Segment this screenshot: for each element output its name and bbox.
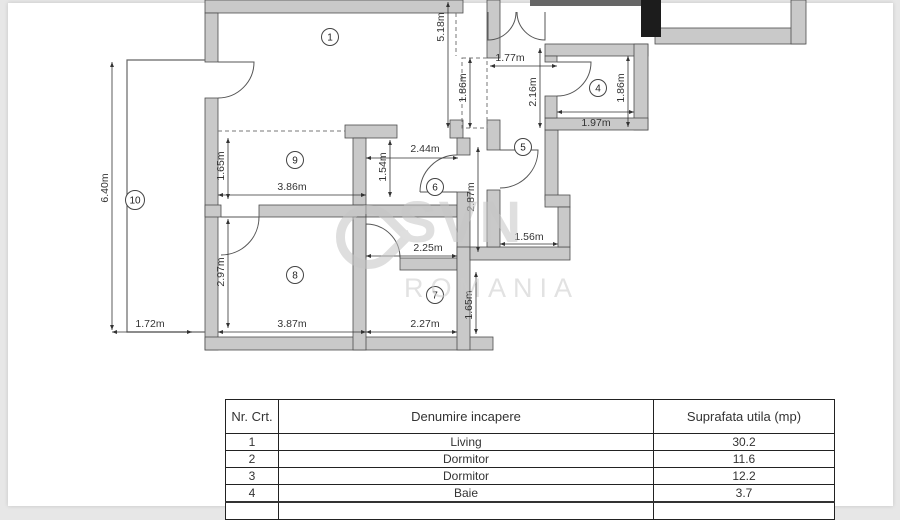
cell-area: 11.6: [653, 450, 835, 468]
svg-text:8: 8: [292, 271, 298, 282]
svg-text:7: 7: [432, 291, 438, 302]
room-number: 6: [426, 178, 444, 196]
dimension-label: 6.40m: [99, 173, 111, 202]
door-arc: [217, 61, 255, 99]
dimension-label: 2.44m: [410, 143, 439, 155]
header-nr-crt: Nr. Crt.: [225, 399, 279, 434]
dimension-label: 1.86m: [457, 73, 469, 102]
dimension: 3.86m: [218, 181, 366, 197]
dimension: 1.56m: [500, 231, 558, 246]
dimensions: 5.18m 1.77m 1.86m 2.16m 1.97m 1.86m 2.44…: [99, 2, 634, 334]
table-row-partial: [225, 501, 835, 520]
dashed-openings: [218, 13, 488, 132]
cell-area: 12.2: [653, 467, 835, 485]
floor-plan: 5.18m 1.77m 1.86m 2.16m 1.97m 1.86m 2.44…: [99, 0, 807, 351]
table-row: 1 Living 30.2: [225, 433, 835, 451]
door-arc: [365, 223, 401, 259]
room-number: 1: [321, 28, 339, 46]
dimension: 2.87m: [465, 147, 480, 252]
table-row: 2 Dormitor 11.6: [225, 450, 835, 468]
dimension: 1.54m: [377, 140, 392, 197]
dimension: 2.27m: [366, 318, 457, 334]
door-arcs: [217, 11, 592, 259]
door-arc: [499, 149, 539, 189]
cell-name: Dormitor: [278, 467, 654, 485]
cell-nr: 3: [225, 467, 279, 485]
dimension-label: 2.27m: [410, 318, 439, 330]
svg-text:9: 9: [292, 156, 298, 167]
dimension-label: 1.97m: [581, 117, 610, 129]
cell-name: Baie: [278, 484, 654, 503]
room-number: 7: [426, 286, 444, 304]
room-number: 5: [514, 138, 532, 156]
dimension: 1.86m: [457, 58, 472, 128]
svg-text:4: 4: [595, 84, 601, 95]
dimension: 1.65m: [215, 138, 230, 199]
room-number: 10: [125, 190, 145, 210]
dimension-label: 1.54m: [377, 152, 389, 181]
dimension: 1.77m: [490, 52, 557, 68]
dimension-label: 1.56m: [514, 231, 543, 243]
dimension-label: 3.86m: [277, 181, 306, 193]
room-area-table: Nr. Crt. Denumire incapere Suprafata uti…: [225, 399, 835, 520]
svg-text:1: 1: [327, 33, 333, 44]
dimension: 3.87m: [218, 318, 366, 334]
svg-text:6: 6: [432, 183, 438, 194]
dimension-label: 2.97m: [215, 257, 227, 286]
dimension: 2.16m: [527, 48, 542, 128]
dimension-label: 1.86m: [615, 73, 627, 102]
dimension-label: 1.77m: [495, 52, 524, 64]
svg-text:10: 10: [129, 196, 141, 207]
svg-text:5: 5: [520, 143, 526, 154]
dimension: 2.44m: [366, 143, 458, 160]
dimension-label: 1.65m: [215, 151, 227, 180]
room-number: 9: [286, 151, 304, 169]
cell-nr: 4: [225, 484, 279, 503]
dimension-label: 2.25m: [413, 242, 442, 254]
dimension-label: 1.65m: [463, 290, 475, 319]
door-arc: [516, 11, 546, 41]
door-arc: [487, 11, 517, 41]
cell-nr: 1: [225, 433, 279, 451]
cell-nr: 2: [225, 450, 279, 468]
dimension: 6.40m: [99, 62, 114, 330]
door-arc: [220, 216, 260, 256]
dimension-label: 3.87m: [277, 318, 306, 330]
dimension: 5.18m: [435, 2, 450, 128]
room-numbers: 1 4 5 9 6 10 8 7: [125, 28, 607, 304]
dimension-label: 1.72m: [135, 318, 164, 330]
dimension: 2.97m: [215, 219, 230, 328]
dimension-label: 5.18m: [435, 12, 447, 41]
header-suprafata: Suprafata utila (mp): [653, 399, 835, 434]
cell-name: Dormitor: [278, 450, 654, 468]
cell-area: 30.2: [653, 433, 835, 451]
door-arc: [556, 61, 592, 97]
room-number: 8: [286, 266, 304, 284]
cell-name: Living: [278, 433, 654, 451]
dimension: 1.86m: [615, 56, 630, 127]
dimension-label: 2.87m: [465, 182, 477, 211]
table-header-row: Nr. Crt. Denumire incapere Suprafata uti…: [225, 399, 835, 434]
header-denumire: Denumire incapere: [278, 399, 654, 434]
walls: [204, 0, 807, 351]
dimension: 1.97m: [557, 110, 634, 129]
dimension: 1.72m: [112, 318, 192, 334]
cell-area: [653, 501, 835, 520]
room-number: 4: [589, 79, 607, 97]
table-row: 4 Baie 3.7: [225, 484, 835, 503]
cell-area: 3.7: [653, 484, 835, 503]
cell-name: [278, 501, 654, 520]
dimension-label: 2.16m: [527, 77, 539, 106]
dimension: 2.25m: [366, 242, 457, 258]
dimension: 1.65m: [463, 272, 478, 334]
table-row: 3 Dormitor 12.2: [225, 467, 835, 485]
cell-nr: [225, 501, 279, 520]
